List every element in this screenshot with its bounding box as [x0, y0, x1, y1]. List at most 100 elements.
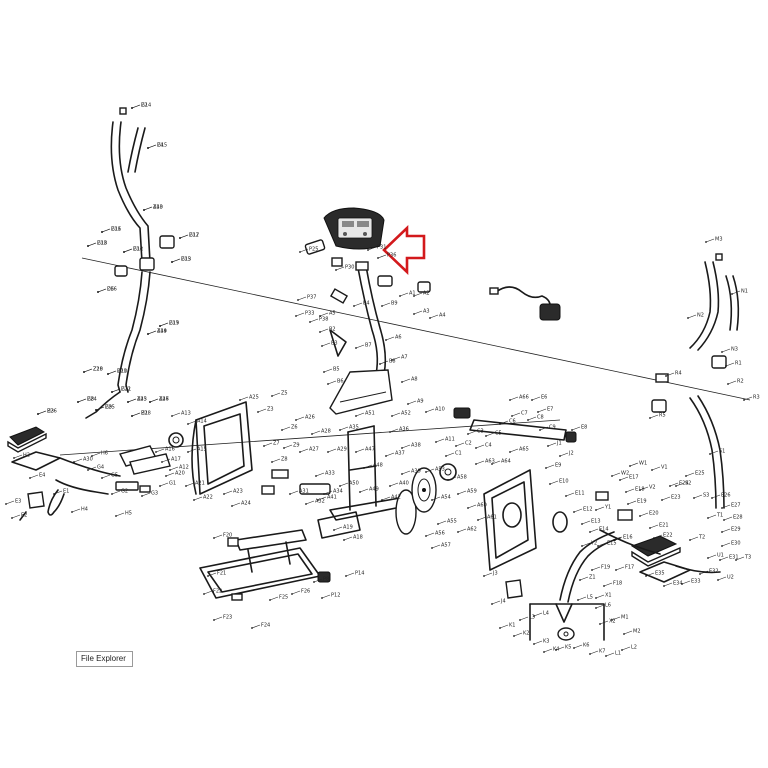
callout-label: E16 — [623, 535, 633, 541]
callout-leader — [77, 398, 87, 403]
callout-leader — [193, 496, 203, 501]
callout-dot — [707, 557, 709, 559]
callout-label: L5 — [587, 595, 593, 601]
callout-label: G19 — [169, 321, 179, 327]
callout-label: A53 — [435, 467, 445, 473]
callout-label: E20 — [649, 511, 659, 517]
callout-leader — [297, 296, 307, 301]
callout-leader — [707, 554, 717, 559]
callout-label: A11 — [445, 437, 455, 443]
main-axle-line — [81, 257, 751, 401]
callout-leader — [315, 472, 325, 477]
callout-leader — [619, 476, 629, 481]
callout-leader — [327, 380, 337, 385]
callout-label: G16 — [111, 227, 121, 233]
callout-leader — [531, 396, 541, 401]
callout-dot — [597, 545, 599, 547]
callout-leader — [645, 572, 655, 577]
callout-label: E34 — [673, 581, 683, 587]
callout-label: F24 — [261, 623, 270, 629]
callout-dot — [475, 463, 477, 465]
callout-dot — [381, 499, 383, 501]
callout-dot — [491, 603, 493, 605]
callout-label: K3 — [543, 639, 549, 645]
callout-dot — [13, 457, 15, 459]
callout-dot — [467, 507, 469, 509]
callout-leader — [97, 288, 107, 293]
callout-dot — [327, 451, 329, 453]
callout-dot — [555, 649, 557, 651]
callout-label: T3 — [744, 555, 751, 561]
callout-leader — [665, 372, 675, 377]
callout-label: G3 — [151, 491, 158, 497]
callout-label: G4 — [97, 465, 104, 471]
callout-leader — [317, 496, 327, 501]
callout-label: E22 — [663, 533, 673, 539]
callout-dot — [665, 375, 667, 377]
callout-leader — [509, 448, 519, 453]
callout-label: E19 — [637, 499, 647, 505]
callout-leader — [91, 452, 101, 457]
callout-leader — [639, 486, 649, 491]
callout-leader — [333, 526, 343, 531]
callout-label: E9 — [555, 463, 561, 469]
callout-label: C7 — [521, 411, 528, 417]
left-side-cover — [168, 401, 253, 495]
callout-dot — [391, 359, 393, 361]
callout-label: Z24 — [87, 397, 97, 403]
callout-leader — [391, 412, 401, 417]
callout-label: F17 — [625, 565, 634, 571]
callout-dot — [179, 237, 181, 239]
callout-leader — [339, 482, 349, 487]
callout-leader — [203, 590, 213, 595]
callout-dot — [605, 655, 607, 657]
callout-dot — [425, 411, 427, 413]
callout-dot — [95, 409, 97, 411]
callout-dot — [317, 499, 319, 501]
callout-leader — [95, 406, 105, 411]
callout-leader — [401, 444, 411, 449]
callout-label: Z9 — [293, 443, 300, 449]
callout-dot — [447, 479, 449, 481]
callout-leader — [379, 360, 389, 365]
taskbar-file-explorer-button[interactable]: File Explorer — [76, 651, 133, 667]
callout-dot — [595, 607, 597, 609]
callout-label: S1 — [719, 449, 725, 455]
callout-label: G8 — [87, 397, 94, 403]
callout-leader — [623, 630, 633, 635]
callout-dot — [323, 493, 325, 495]
callout-label: A23 — [233, 489, 243, 495]
callout-dot — [455, 445, 457, 447]
callout-dot — [513, 635, 515, 637]
callout-dot — [581, 523, 583, 525]
callout-label: E25 — [695, 471, 705, 477]
callout-leader — [345, 572, 355, 577]
callout-leader — [239, 396, 249, 401]
callout-label: A1 — [409, 291, 416, 297]
callout-leader — [467, 504, 477, 509]
callout-label: J3 — [492, 571, 498, 577]
callout-dot — [509, 399, 511, 401]
callout-leader — [271, 458, 281, 463]
callout-label: S2 — [685, 481, 691, 487]
callout-label: A57 — [441, 543, 451, 549]
callout-dot — [663, 585, 665, 587]
callout-leader — [155, 448, 165, 453]
callout-leader — [699, 570, 709, 575]
callout-dot — [399, 295, 401, 297]
callout-dot — [111, 493, 113, 495]
callout-leader — [455, 442, 465, 447]
callout-dot — [269, 599, 271, 601]
callout-leader — [431, 496, 441, 501]
callout-leader — [711, 494, 721, 499]
callout-dot — [537, 411, 539, 413]
callout-label: A62 — [467, 527, 477, 533]
callout-label: Z20 — [93, 367, 103, 373]
callout-dot — [693, 497, 695, 499]
callout-dot — [147, 333, 149, 335]
callout-label: A7 — [401, 355, 408, 361]
callout-leader — [491, 600, 501, 605]
callout-leader — [377, 254, 387, 259]
callout-label: A12 — [179, 465, 189, 471]
callout-label: K2 — [523, 631, 529, 637]
